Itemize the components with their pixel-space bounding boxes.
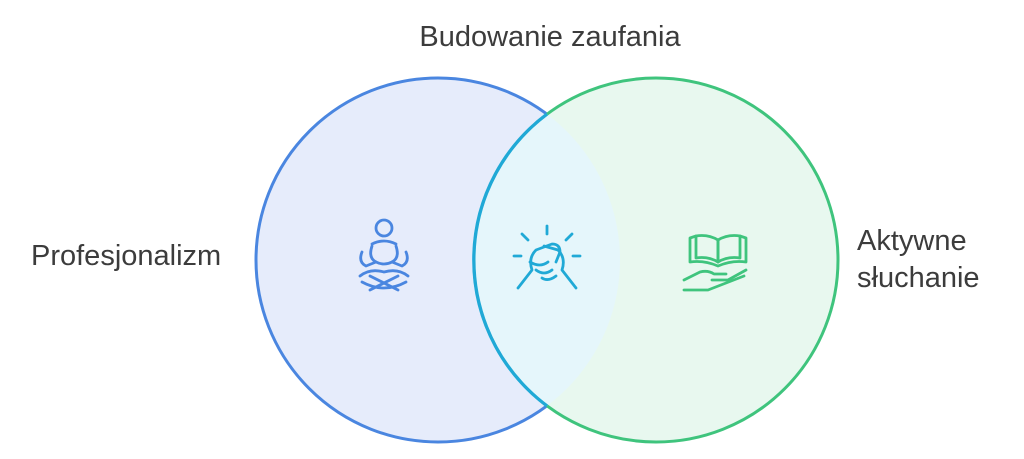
left-set-label: Profesjonalizm: [31, 240, 222, 272]
right-set-label: Aktywne słuchanie: [857, 223, 980, 297]
right-set-label-line2: słuchanie: [857, 262, 980, 294]
meditation-person-icon: [358, 218, 410, 292]
open-book-hand-icon: [682, 234, 748, 292]
diagram-title: Budowanie zaufania: [419, 21, 681, 53]
right-set-label-line1: Aktywne: [857, 225, 967, 257]
intersection-left-arc: [472, 112, 548, 408]
handshake-icon: [512, 224, 582, 290]
